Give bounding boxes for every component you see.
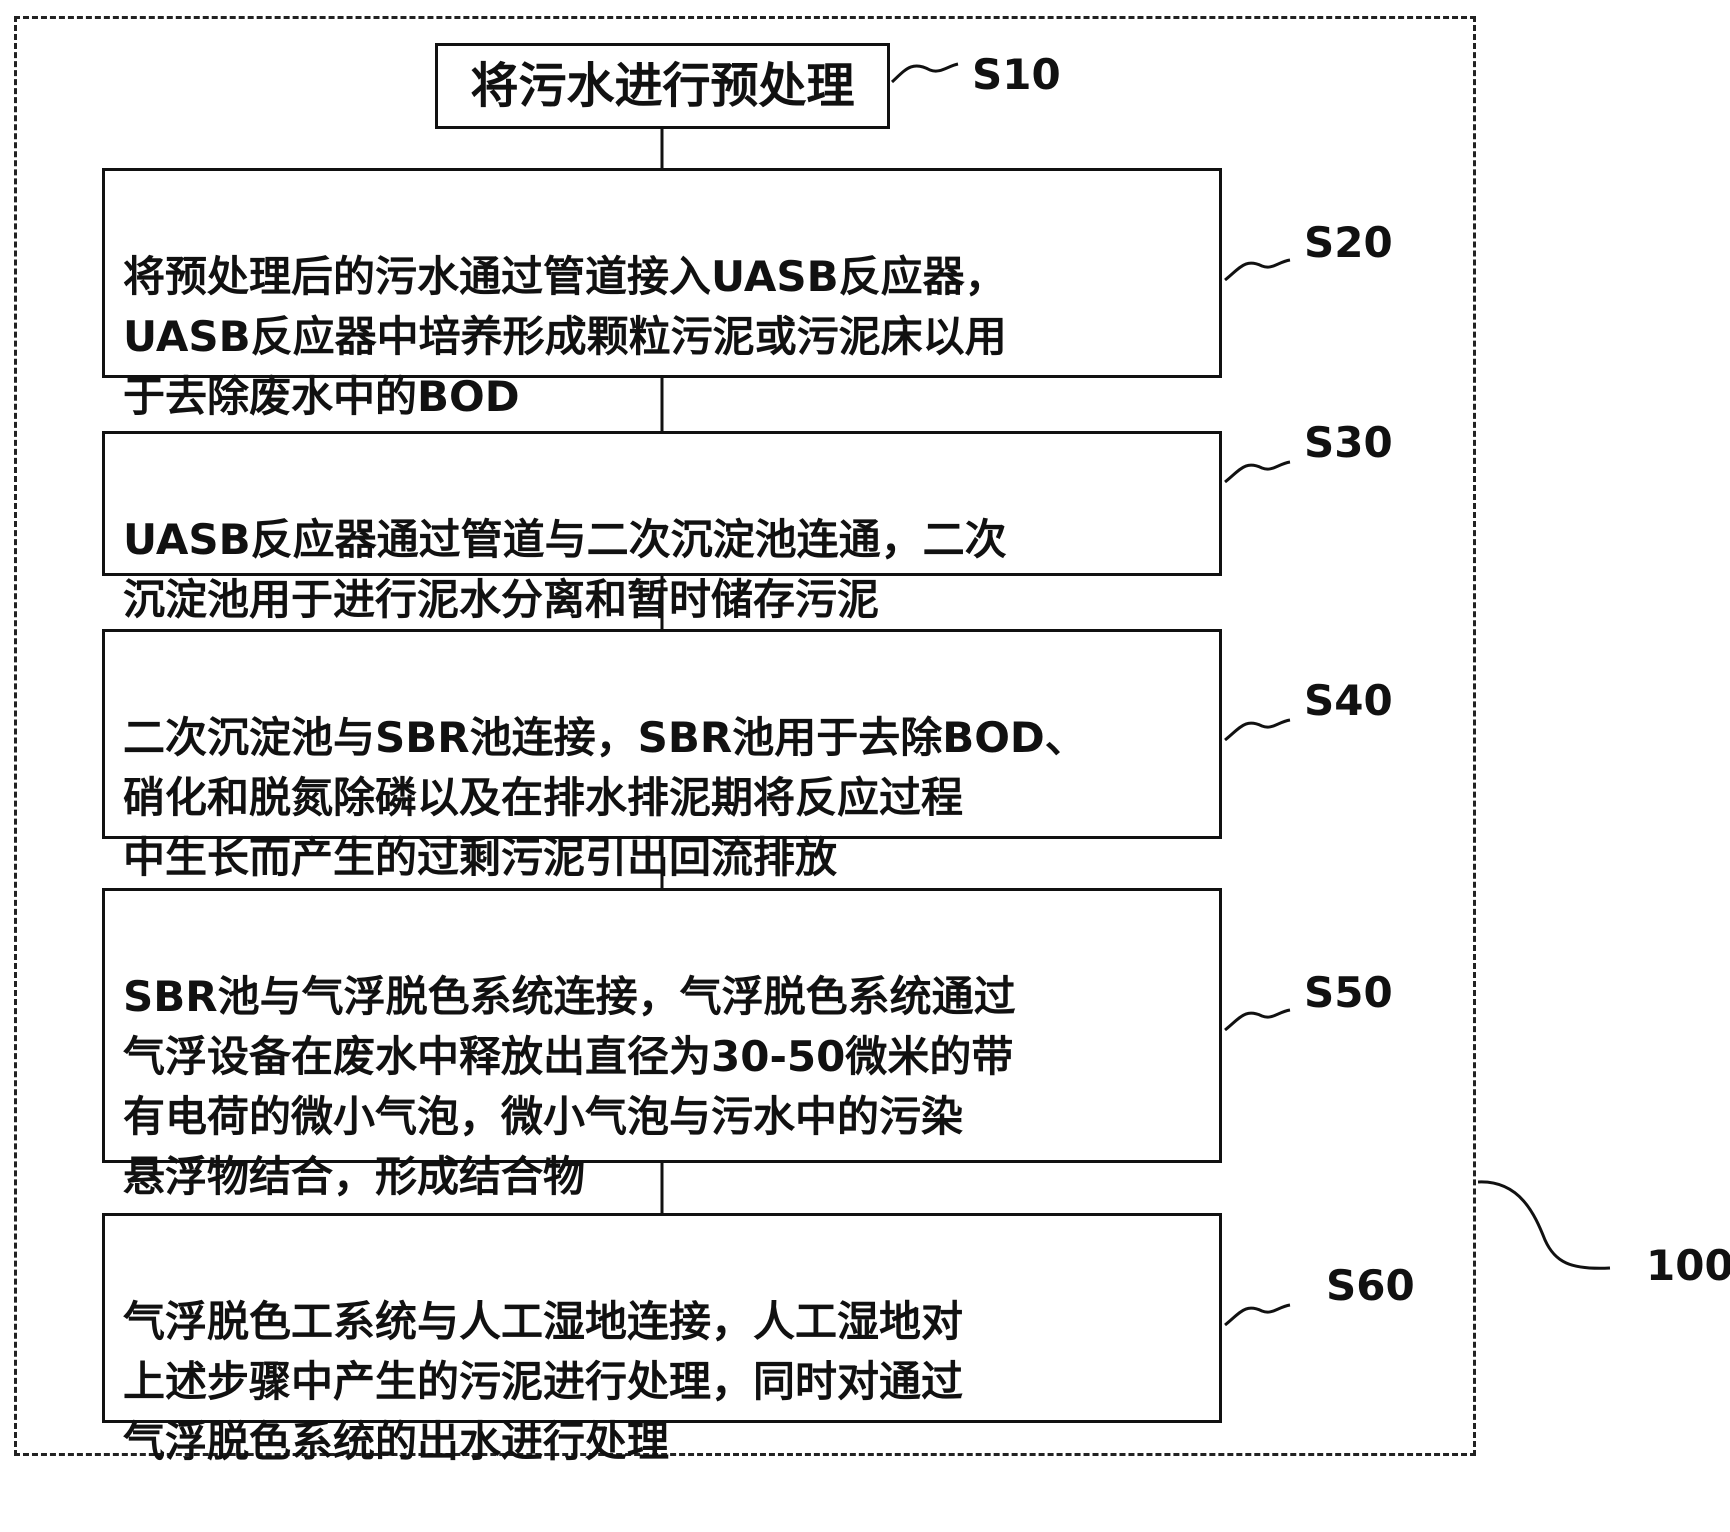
step-box-s60: 气浮脱色工系统与人工湿地连接，人工湿地对 上述步骤中产生的污泥进行处理，同时对通… — [102, 1213, 1222, 1466]
step-box-s30: UASB反应器通过管道与二次沉淀池连通，二次 沉淀池用于进行泥水分离和暂时储存污… — [102, 431, 1222, 624]
step-text-s30: UASB反应器通过管道与二次沉淀池连通，二次 沉淀池用于进行泥水分离和暂时储存污… — [123, 515, 1007, 624]
step-label-s50: S50 — [1304, 968, 1393, 1017]
system-boundary — [14, 16, 1476, 1456]
leader-s40 — [1224, 718, 1291, 742]
step-box-s20: 将预处理后的污水通过管道接入UASB反应器， UASB反应器中培养形成颗粒污泥或… — [102, 168, 1222, 421]
leader-s50 — [1224, 1008, 1291, 1032]
step-box-s10: 将污水进行预处理 — [435, 43, 890, 129]
step-box-s50: SBR池与气浮脱色系统连接，气浮脱色系统通过 气浮设备在废水中释放出直径为30-… — [102, 888, 1222, 1201]
step-text-s10: 将污水进行预处理 — [470, 58, 855, 114]
step-text-s50: SBR池与气浮脱色系统连接，气浮脱色系统通过 气浮设备在废水中释放出直径为30-… — [123, 972, 1016, 1201]
step-text-s20: 将预处理后的污水通过管道接入UASB反应器， UASB反应器中培养形成颗粒污泥或… — [123, 252, 1007, 421]
step-label-s60: S60 — [1326, 1261, 1415, 1310]
step-label-s20: S20 — [1304, 218, 1393, 267]
step-box-s40: 二次沉淀池与SBR池连接，SBR池用于去除BOD、 硝化和脱氮除磷以及在排水排泥… — [102, 629, 1222, 882]
leader-s20 — [1224, 258, 1291, 282]
step-label-s40: S40 — [1304, 676, 1393, 725]
step-text-s40: 二次沉淀池与SBR池连接，SBR池用于去除BOD、 硝化和脱氮除磷以及在排水排泥… — [123, 713, 1087, 882]
leader-s10 — [890, 62, 959, 84]
step-label-s10: S10 — [972, 50, 1061, 99]
step-label-s30: S30 — [1304, 418, 1393, 467]
leader-s60 — [1224, 1303, 1291, 1327]
leader-s30 — [1224, 460, 1291, 484]
container-label: 100 — [1646, 1241, 1730, 1290]
leader-100 — [1477, 1180, 1611, 1270]
connector-lines — [660, 62, 1611, 1327]
step-text-s60: 气浮脱色工系统与人工湿地连接，人工湿地对 上述步骤中产生的污泥进行处理，同时对通… — [123, 1297, 964, 1466]
